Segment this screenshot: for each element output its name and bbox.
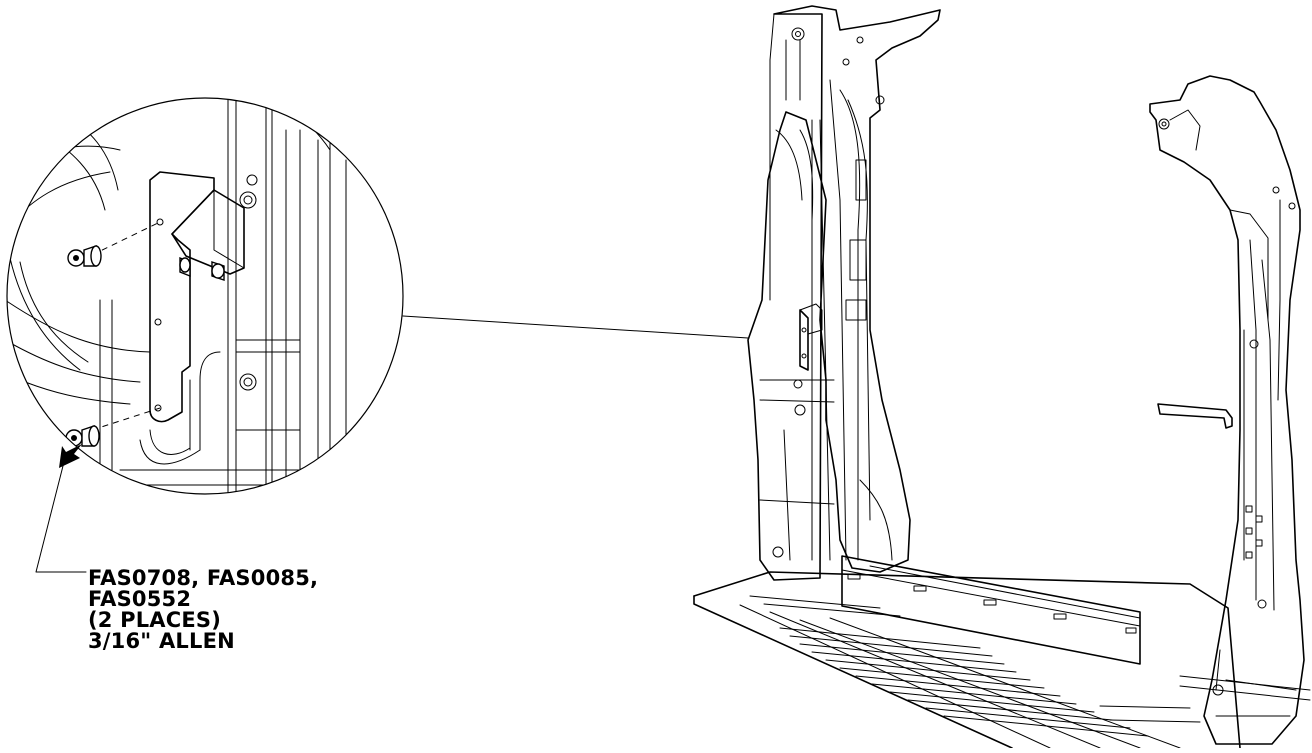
left-pillar bbox=[747, 5, 941, 581]
detail-view-contents bbox=[7, 98, 361, 494]
callout-line-tool: 3/16" ALLEN bbox=[88, 629, 235, 653]
assembly-view bbox=[693, 5, 1311, 749]
callout-line-part-number-2: FAS0552 bbox=[88, 587, 192, 611]
sill-bracket bbox=[841, 555, 1141, 665]
detail-view bbox=[6, 97, 404, 495]
right-pillar bbox=[1149, 75, 1305, 745]
fastener-upper bbox=[67, 245, 102, 267]
floor-panel bbox=[693, 571, 1311, 749]
fastener-lower bbox=[65, 425, 100, 447]
callout-line-part-numbers: FAS0708, FAS0085, bbox=[88, 566, 319, 590]
callout-arrow bbox=[35, 444, 87, 573]
detail-circle-outline bbox=[6, 97, 404, 495]
fastener-callout: FAS0708, FAS0085, FAS0552 (2 PLACES) 3/1… bbox=[88, 568, 318, 652]
callout-line-quantity: (2 PLACES) bbox=[88, 608, 222, 632]
detail-leader-line bbox=[402, 315, 749, 339]
